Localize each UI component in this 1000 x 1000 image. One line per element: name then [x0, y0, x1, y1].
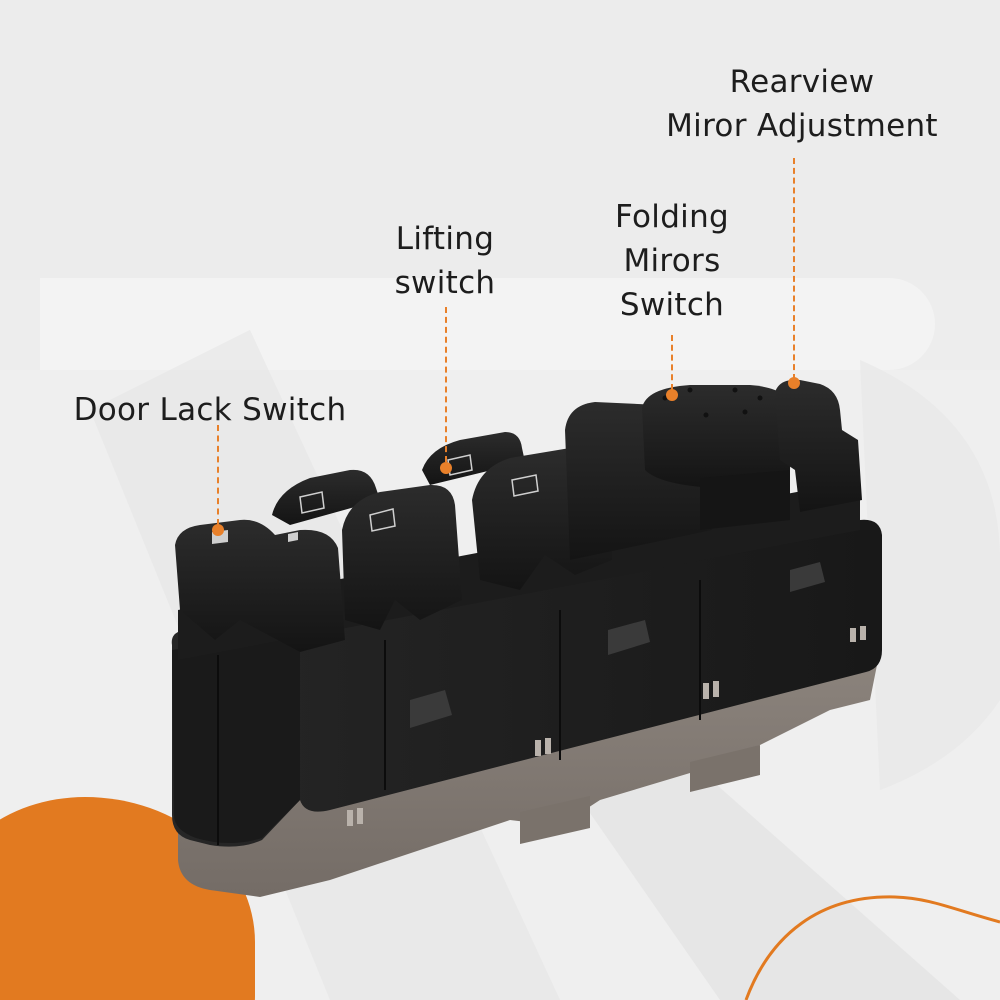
callout-label-door-lock: Door Lack Switch — [30, 388, 390, 432]
callout-line: Folding — [614, 199, 730, 235]
leader-line-rearview-mirror — [793, 158, 795, 380]
callout-line: Mirors — [623, 243, 721, 279]
callout-line: Rearview — [729, 64, 875, 100]
callout-dot-lifting-switch — [440, 462, 452, 474]
callout-label-folding-mirrors: Folding Mirors Switch — [562, 195, 782, 327]
callout-label-lifting-switch: Lifting switch — [355, 217, 535, 305]
background-top — [0, 0, 1000, 280]
leader-line-door-lock — [217, 425, 219, 525]
leader-line-folding-mirrors — [671, 335, 673, 390]
callout-line: switch — [394, 265, 496, 301]
callout-label-rearview-mirror: Rearview Miror Adjustment — [602, 60, 1000, 148]
orange-arc-line — [744, 895, 1000, 1000]
callout-line: Lifting — [395, 221, 495, 257]
callout-dot-door-lock — [212, 524, 224, 536]
callout-line: Miror Adjustment — [666, 108, 938, 144]
callout-line: Switch — [619, 287, 725, 323]
callout-dot-folding-mirrors — [666, 389, 678, 401]
leader-line-lifting-switch — [445, 307, 447, 462]
callout-line: Door Lack Switch — [73, 392, 347, 428]
background-pill-band — [40, 278, 935, 370]
callout-dot-rearview-mirror — [788, 377, 800, 389]
